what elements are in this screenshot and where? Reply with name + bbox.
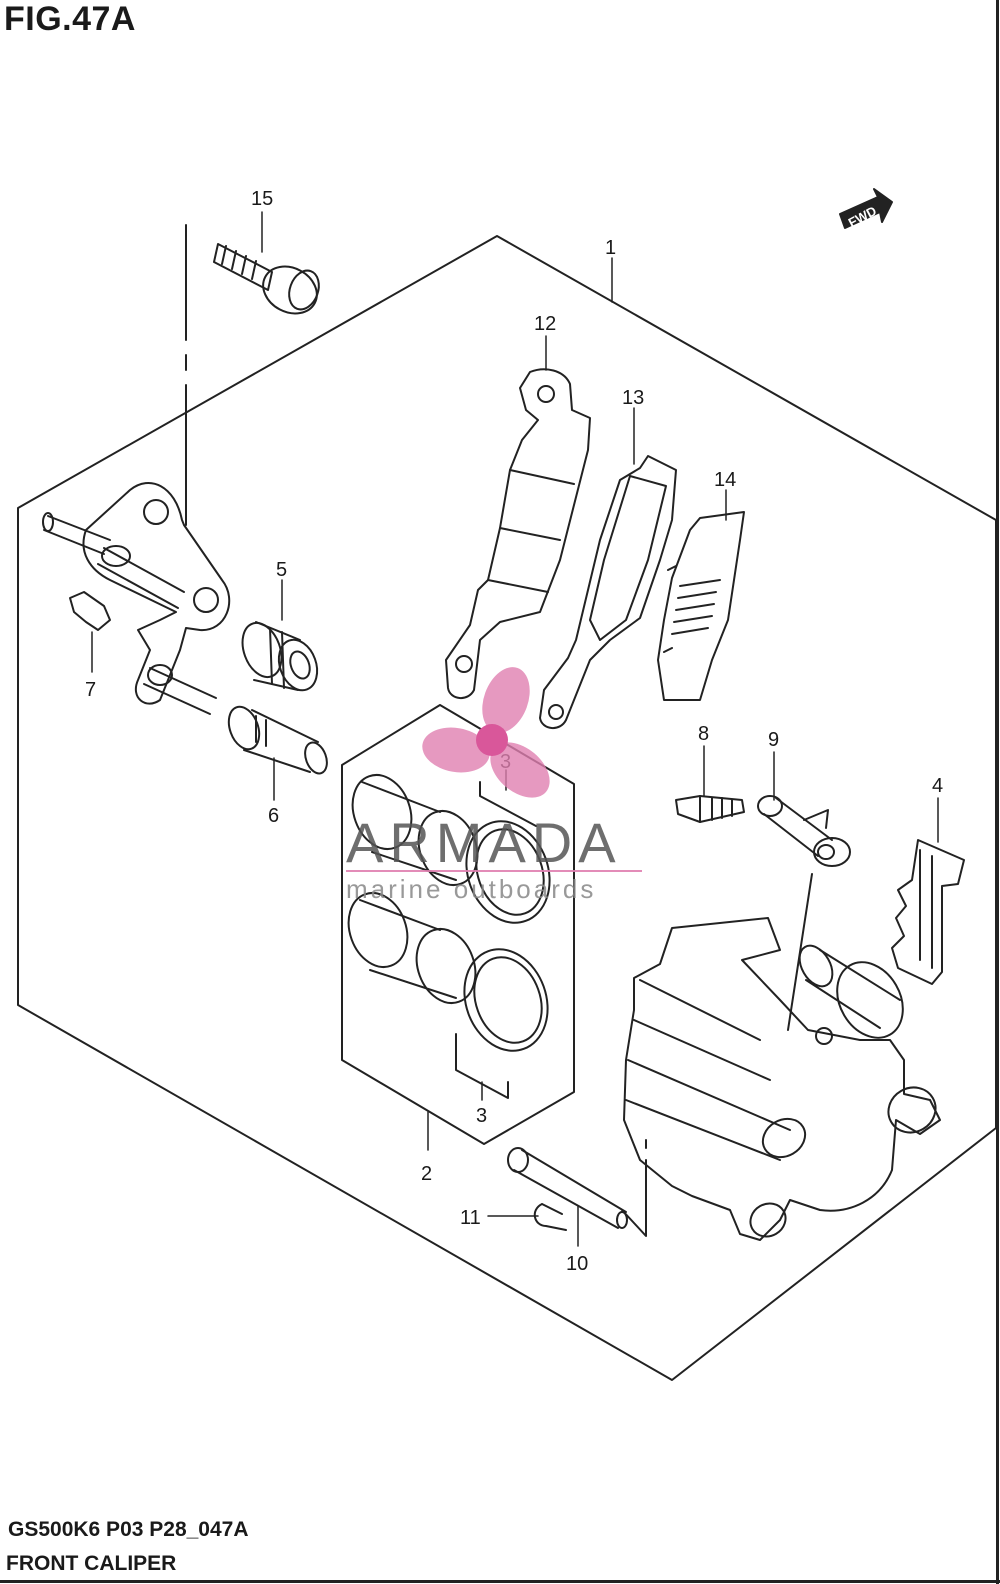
part-label: 14 xyxy=(714,469,736,491)
slide-pin-6-icon xyxy=(227,705,328,775)
fwd-label: FWD xyxy=(846,203,879,230)
pin-clip-11-icon xyxy=(533,1203,567,1231)
pad-pin-10-icon xyxy=(507,1147,628,1229)
part-label: 11 xyxy=(460,1207,481,1229)
boot-5-icon xyxy=(241,621,319,692)
part-label: 6 xyxy=(268,805,279,827)
part-labels: 1 2 3 3 4 5 6 7 8 9 10 11 12 13 14 15 xyxy=(85,188,943,1275)
brake-pad-13-icon xyxy=(539,455,677,729)
figure-title: FIG.47A xyxy=(4,0,136,38)
part-label: 10 xyxy=(566,1253,588,1275)
caliper-bracket-icon xyxy=(42,482,231,715)
bleeder-valve-8-icon xyxy=(675,795,745,823)
piston-kit-outline xyxy=(341,704,575,1145)
fwd-arrow-icon: FWD xyxy=(839,188,893,230)
frame-border xyxy=(0,1580,1000,1583)
model-code: GS500K6 P03 P28_047A xyxy=(8,1518,249,1541)
shim-14-icon xyxy=(657,511,745,701)
leader-lines xyxy=(91,211,939,1247)
guide-line xyxy=(787,873,813,1031)
caliper-body-icon xyxy=(623,917,941,1241)
frame-border xyxy=(996,0,999,1584)
brake-pad-12-icon xyxy=(445,368,591,699)
bleeder-cap-9-icon xyxy=(757,795,851,867)
part-label: 3 xyxy=(476,1105,487,1127)
part-label: 7 xyxy=(85,679,96,701)
part-label: 5 xyxy=(276,559,287,581)
part-label: 15 xyxy=(251,188,273,210)
watermark-tagline: marine outboards xyxy=(346,874,596,904)
seal-group-bracket xyxy=(479,781,537,827)
watermark-logo-icon: ARMADA marine outboards xyxy=(346,667,642,904)
part-label: 9 xyxy=(768,729,779,751)
piston-icon xyxy=(347,774,479,1004)
part-label: 2 xyxy=(421,1163,432,1185)
watermark-brand: ARMADA xyxy=(346,811,622,874)
pad-spring-7-icon xyxy=(69,591,111,631)
part-label: 13 xyxy=(622,387,644,409)
section-name: FRONT CALIPER xyxy=(6,1552,177,1575)
bolt-15-icon xyxy=(213,243,320,315)
pad-spring-4-icon xyxy=(891,839,965,985)
part-label: 8 xyxy=(698,723,709,745)
guide-line xyxy=(621,1139,647,1237)
part-label: 1 xyxy=(605,237,616,259)
part-label: 4 xyxy=(932,775,943,797)
piston-seal-3-icon xyxy=(463,820,551,1052)
part-label: 12 xyxy=(534,313,556,335)
